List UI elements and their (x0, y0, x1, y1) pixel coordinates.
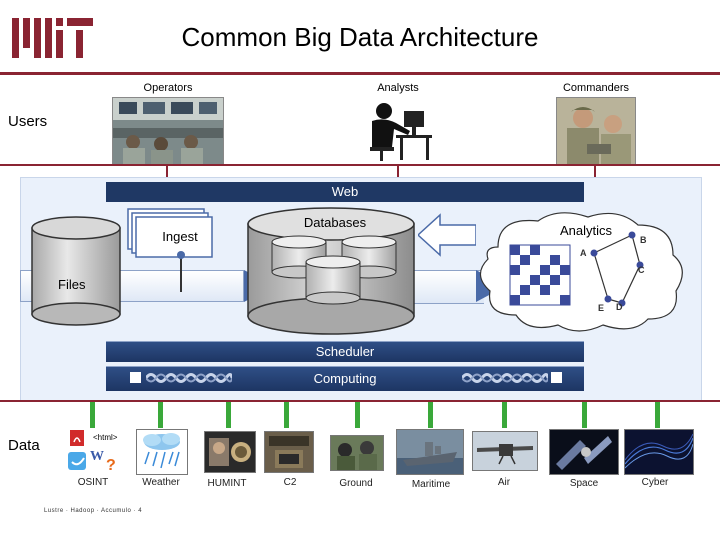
analyst-silhouette (360, 97, 436, 163)
graph-node-b: B (640, 235, 647, 245)
c2-thumbnail (264, 431, 314, 473)
graph-node-d: D (616, 302, 623, 312)
analytics-label: Analytics (559, 223, 613, 238)
compute-wave-left (146, 373, 232, 383)
web-layer: Web (106, 182, 584, 202)
air-connector (502, 402, 507, 428)
humint-thumbnail (204, 431, 256, 473)
svg-text:W: W (90, 449, 104, 464)
analytics-to-db-arrow (418, 213, 476, 257)
data-divider (0, 400, 720, 402)
files-cylinder (31, 216, 121, 326)
databases-cylinder (247, 207, 415, 335)
footer-text: Lustre · Hadoop · Accumulo · 4 (44, 508, 143, 514)
source-osint-label: OSINT (77, 477, 109, 488)
space-connector (582, 402, 587, 428)
analytics-cloud (479, 212, 683, 332)
files-layer-right (412, 270, 484, 304)
weather-connector (158, 402, 163, 428)
c2-connector (284, 402, 289, 428)
databases-label: Databases (303, 215, 367, 230)
svg-text:?: ? (106, 457, 116, 474)
source-space-label: Space (569, 478, 599, 489)
space-thumbnail (549, 429, 619, 475)
role-commanders-label: Commanders (562, 82, 630, 94)
source-ground-label: Ground (339, 478, 373, 489)
source-weather-label: Weather (142, 477, 180, 488)
source-maritime-label: Maritime (411, 479, 451, 490)
source-c2-label: C2 (283, 477, 297, 488)
users-label: Users (8, 113, 48, 130)
cyber-connector (655, 402, 660, 428)
compute-node-icon-left (130, 372, 141, 383)
commanders-connector (594, 164, 596, 178)
files-label: Files (58, 277, 86, 292)
source-humint-label: HUMINT (207, 478, 247, 489)
ground-thumbnail (330, 435, 384, 471)
graph-node-a: A (580, 248, 587, 258)
data-label: Data (8, 437, 40, 454)
maritime-connector (428, 402, 433, 428)
osint-icons: W ? (68, 430, 116, 474)
compute-wave-right (462, 373, 548, 383)
humint-connector (226, 402, 231, 428)
role-analysts-label: Analysts (377, 82, 419, 94)
scheduler-layer: Scheduler (106, 341, 584, 362)
osint-connector (90, 402, 95, 428)
weather-thumbnail (136, 429, 188, 475)
operators-photo (112, 97, 224, 165)
commanders-photo (556, 97, 636, 165)
source-cyber-label: Cyber (641, 477, 669, 488)
mit-logo (12, 18, 93, 58)
ingest-label: Ingest (162, 229, 198, 244)
html-tag-label: <html> (93, 433, 118, 442)
compute-node-icon-right (551, 372, 562, 383)
ingest-node (177, 251, 185, 259)
analysts-connector (397, 164, 399, 178)
graph-node-e: E (598, 303, 605, 313)
header-divider (0, 72, 720, 75)
maritime-thumbnail (396, 429, 464, 475)
operators-connector (166, 164, 168, 178)
ground-connector (355, 402, 360, 428)
page-title: Common Big Data Architecture (181, 22, 539, 52)
ingest-connector (180, 256, 182, 292)
role-operators-label: Operators (143, 82, 193, 94)
source-air-label: Air (497, 477, 511, 488)
air-thumbnail (472, 431, 538, 471)
users-divider (0, 164, 720, 166)
graph-node-c: C (638, 265, 645, 275)
cyber-thumbnail (624, 429, 694, 475)
ingest-documents (127, 208, 213, 258)
